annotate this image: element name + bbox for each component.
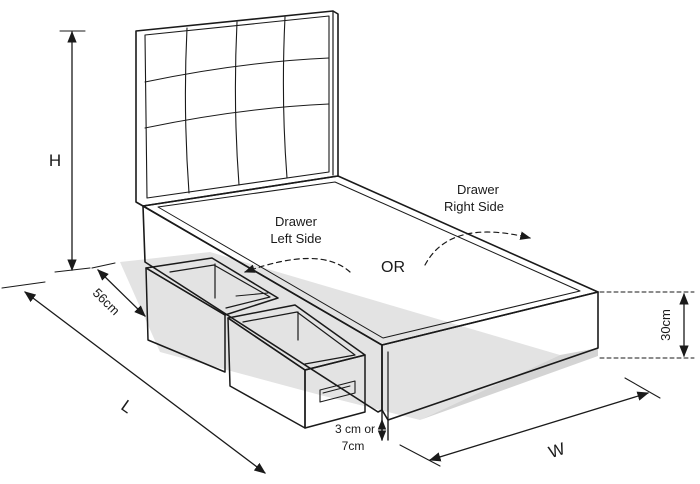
drawer-arrows	[243, 231, 532, 273]
width-label: W	[546, 439, 567, 462]
floor-shadow	[120, 252, 598, 420]
gap-label-line1: 3 cm or	[335, 422, 375, 436]
headboard	[135, 10, 339, 207]
drawer-right-label-line2: Right Side	[444, 199, 504, 214]
height-label: H	[49, 151, 61, 170]
drawer-right-label-line1: Drawer	[457, 182, 500, 197]
or-label: OR	[381, 259, 405, 276]
gap-label-line2: 7cm	[342, 439, 365, 453]
length-label: L	[118, 396, 137, 417]
drawer-left-label-line2: Left Side	[270, 231, 321, 246]
base-height-label: 30cm	[658, 309, 673, 341]
bed-base	[142, 175, 599, 421]
drawer-left-label-line1: Drawer	[275, 214, 318, 229]
dimension-lines	[1, 30, 695, 474]
